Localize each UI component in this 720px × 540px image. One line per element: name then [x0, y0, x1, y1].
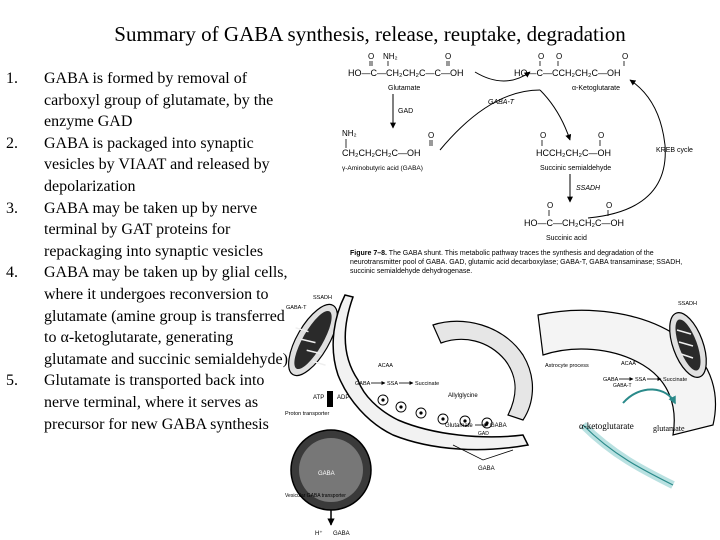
slide-title: Summary of GABA synthesis, release, reup…	[114, 22, 626, 46]
acaa-right-label: ACAA	[621, 361, 636, 367]
synaptic-vesicles	[377, 394, 493, 429]
mitochondrion-right	[669, 312, 707, 378]
ssa-structure: O O HCCH₂CH₂C—OH Succinic semialdehyde	[536, 131, 611, 172]
gaba-bottom-label: GABA	[333, 531, 350, 537]
ssa-formula: HCCH₂CH₂C—OH	[536, 148, 611, 158]
gaba-structure: NH₂ O CH₂CH₂CH₂C—OH γ-Aminobutyric acid …	[342, 129, 434, 172]
proton-transporter-label: Proton transporter	[285, 411, 329, 417]
svg-text:O: O	[547, 201, 553, 210]
cleft-gaba: GABA	[478, 466, 495, 472]
astrocyte-process-label: Astrocyte process	[545, 363, 589, 369]
gaba-nh2: NH₂	[342, 129, 357, 138]
summary-point-list: 1. GABA is formed by removal of carboxyl …	[0, 68, 290, 435]
gad-label: GAD	[398, 108, 413, 115]
succinate-left-label: Succinate	[415, 381, 439, 387]
svg-text:O: O	[538, 52, 544, 61]
gaba-t-curve	[439, 89, 541, 151]
point-number: 4.	[6, 264, 18, 282]
ssadh-label: SSADH	[576, 185, 601, 192]
akg-formula: HO—C—CCH₂CH₂C—OH	[514, 68, 620, 78]
glutamate-out-label: glutamate	[653, 424, 685, 433]
point-number: 3.	[6, 199, 18, 217]
summary-point: 2. GABA is packaged into synaptic vesicle…	[0, 133, 290, 198]
presynaptic-membrane	[332, 294, 530, 451]
gaba-t-right-label: GABA-T	[613, 383, 632, 389]
synapse-diagram: SSADH GABA-T SSADH ACAA GABA SSA Succina…	[285, 294, 717, 537]
ssa-right-label: SSA	[635, 377, 646, 383]
point-text: GABA may be taken up by nerve terminal b…	[44, 199, 264, 260]
glutamate-label: Glutamate	[388, 85, 420, 92]
acaa-left-label: ACAA	[378, 363, 393, 369]
svg-text:O: O	[556, 52, 562, 61]
atp-label: ATP	[313, 395, 324, 401]
svg-text:O: O	[540, 131, 546, 140]
gaba-shunt-diagram: O NH₂ O HO—C—CH₂CH₂C—C—OH Glutamate GAD …	[342, 52, 693, 242]
allylglycine-label: Allylglycine	[448, 393, 478, 399]
glutamate-formula: HO—C—CH₂CH₂C—C—OH	[348, 68, 463, 78]
succinic-label: Succinic acid	[546, 235, 587, 242]
synaptic-cleft	[452, 444, 514, 461]
point-text: Glutamate is transported back into nerve…	[44, 372, 269, 433]
point-text: GABA may be taken up by glial cells, whe…	[44, 264, 288, 368]
svg-text:O: O	[445, 52, 451, 61]
point-text: GABA is formed by removal of carboxyl gr…	[44, 70, 274, 131]
gaba-center-label: GABA	[490, 423, 507, 429]
recycle-arrow-outline	[582, 424, 674, 486]
succinate-right-label: Succinate	[663, 377, 687, 383]
svg-text:O: O	[606, 201, 612, 210]
proton-pump	[327, 391, 333, 407]
gad-label: GAD	[478, 431, 489, 437]
gaba-left-label: GABA	[355, 381, 371, 387]
krebs-arrow	[587, 79, 666, 219]
mitochondrion-left	[288, 303, 338, 377]
gaba-right-label: GABA	[603, 377, 619, 383]
ssadh-right-label: SSADH	[678, 301, 697, 307]
akg-to-glutamate-arrow	[622, 388, 676, 405]
point-text: GABA is packaged into synaptic vesicles …	[44, 134, 270, 195]
large-vesicle: GABA	[290, 429, 372, 511]
summary-point: 5. Glutamate is transported back into ner…	[0, 370, 290, 435]
figure-label: Figure 7–8.	[350, 250, 387, 257]
gaba-t-arrow-top	[474, 71, 531, 82]
succinic-formula: HO—C—CH₂CH₂C—OH	[524, 218, 624, 228]
gaba-t-arrow-down	[539, 89, 572, 141]
succinic-structure: O O HO—C—CH₂CH₂C—OH Succinic acid	[524, 201, 624, 242]
akg-label: α-ketoglutarate	[579, 421, 634, 431]
point-number: 1.	[6, 70, 18, 87]
adp-label: ADP	[337, 395, 349, 401]
figure-caption: Figure 7–8. The GABA shunt. This metabol…	[350, 249, 700, 276]
h-plus-label: H⁺	[315, 530, 323, 537]
point-number: 5.	[6, 372, 18, 390]
gaba-t-label: GABA-T	[488, 99, 515, 106]
vesicle-gaba: GABA	[318, 471, 335, 477]
glutamate-structure: O NH₂ O HO—C—CH₂CH₂C—C—OH Glutamate	[348, 52, 463, 92]
akg-structure: O O O HO—C—CCH₂CH₂C—OH α-Ketoglutarate	[514, 52, 628, 92]
summary-point: 1. GABA is formed by removal of carboxyl …	[0, 68, 290, 133]
gaba-formula: CH₂CH₂CH₂C—OH	[342, 148, 420, 158]
krebs-label: KREB cycle	[656, 147, 693, 154]
point-number: 2.	[6, 134, 18, 152]
caption-text: The GABA shunt. This metabolic pathway t…	[350, 250, 683, 275]
ssadh-left-label: SSADH	[313, 295, 332, 301]
svg-text:O: O	[428, 131, 434, 140]
astrocyte-process	[432, 320, 534, 421]
svg-text:O: O	[368, 52, 374, 61]
gaba-t-left-label: GABA-T	[286, 305, 307, 311]
svg-text:O: O	[598, 131, 604, 140]
glutamate-label: Glutamate	[445, 423, 473, 429]
gaba-label: γ-Aminobutyric acid (GABA)	[342, 165, 423, 172]
ssa-left-label: SSA	[387, 381, 398, 387]
summary-point: 4. GABA may be taken up by glial cells, w…	[0, 262, 290, 370]
ssa-label: Succinic semialdehyde	[540, 165, 611, 172]
nh2-label: NH₂	[383, 52, 398, 61]
summary-point: 3. GABA may be taken up by nerve terminal…	[0, 198, 290, 263]
akg-label: α-Ketoglutarate	[572, 85, 620, 92]
svg-text:O: O	[622, 52, 628, 61]
vesicular-transporter-label: Vesicular GABA transporter	[285, 493, 346, 499]
recycle-arrow-band	[580, 422, 675, 489]
